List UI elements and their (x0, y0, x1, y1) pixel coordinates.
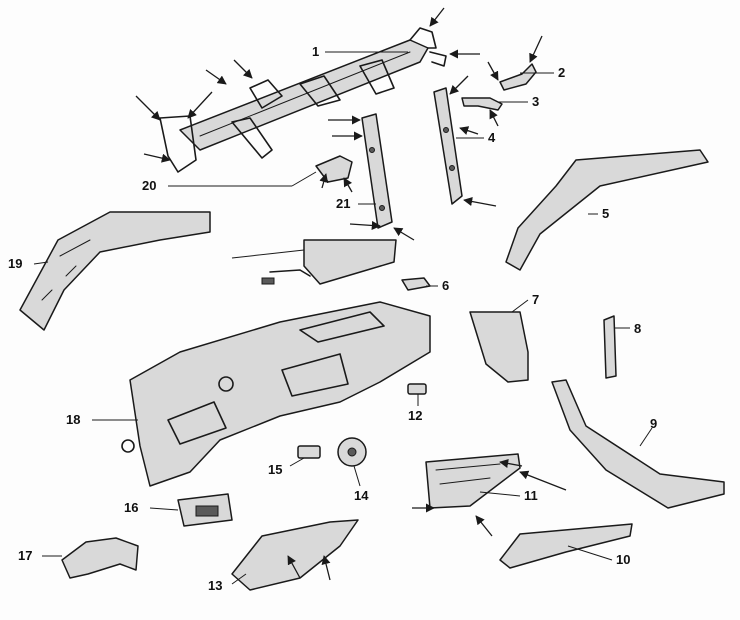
part-7-side-panel (469, 311, 529, 383)
callout-2: 2 (558, 65, 565, 80)
part-21-center-brace (361, 113, 393, 229)
callout-12: 12 (408, 408, 422, 423)
leader-lines (33, 51, 653, 585)
part-16-switch-panel (177, 493, 233, 527)
callout-19: 19 (8, 256, 22, 271)
part-9-scuff-plate (551, 379, 725, 509)
callout-1: 1 (312, 44, 319, 59)
part-3-bracket (461, 97, 503, 111)
part-17-column-cover (61, 537, 139, 579)
part-15-switch (297, 445, 321, 459)
callout-9: 9 (650, 416, 657, 431)
part-5-pillar-garnish (505, 149, 709, 271)
part-11-glove-box (425, 453, 521, 509)
callout-4: 4 (488, 130, 496, 145)
callout-7: 7 (532, 292, 539, 307)
part-6-connector (401, 277, 431, 291)
callout-21: 21 (336, 196, 350, 211)
callout-17: 17 (18, 548, 32, 563)
callout-14: 14 (354, 488, 369, 503)
callout-13: 13 (208, 578, 222, 593)
callout-10: 10 (616, 552, 630, 567)
callout-16: 16 (124, 500, 138, 515)
part-2-bracket (499, 63, 537, 91)
callout-8: 8 (634, 321, 641, 336)
callout-15: 15 (268, 462, 282, 477)
callout-20: 20 (142, 178, 156, 193)
callout-5: 5 (602, 206, 609, 221)
attachment-arrows (135, 7, 567, 581)
part-10-lower-cover (499, 523, 633, 569)
callout-labels: 1 2 3 4 5 6 7 8 9 10 11 12 13 14 15 16 1… (8, 44, 657, 593)
callout-3: 3 (532, 94, 539, 109)
part-19-side-trim (19, 211, 211, 331)
callout-18: 18 (66, 412, 80, 427)
airbag-module (261, 239, 397, 285)
part-8-strip (603, 315, 617, 379)
part-1-reinforcement-beam (159, 27, 447, 173)
callout-6: 6 (442, 278, 449, 293)
part-20-duct-bracket (315, 155, 353, 183)
callout-11: 11 (524, 488, 538, 503)
part-14-knob (337, 437, 367, 467)
part-13-lower-panel (231, 519, 359, 591)
part-4-side-brace (433, 87, 463, 205)
part-12-switch (407, 383, 427, 395)
part-18-instrument-panel (121, 301, 431, 487)
